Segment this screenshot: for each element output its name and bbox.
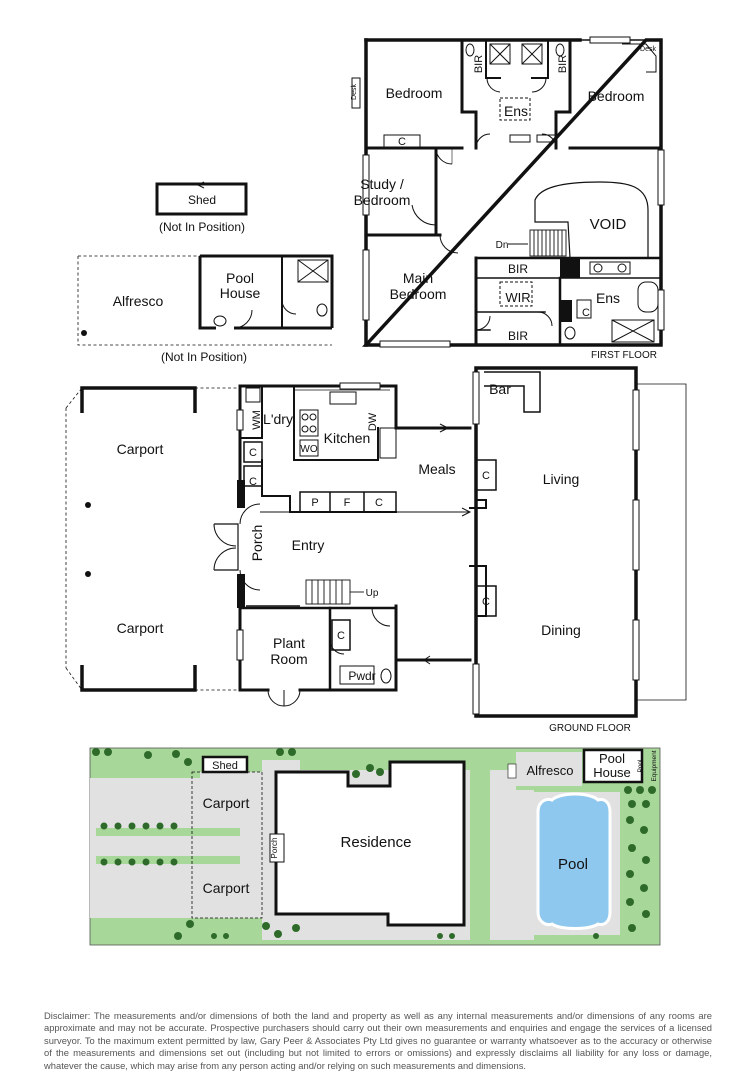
cupboard-label: C [249,447,257,459]
ensuite-label: Ens [504,103,528,119]
pantry-label: P [311,497,318,509]
desk-label: Desk [640,46,656,53]
cupboard-label: C [249,476,257,488]
site-pool-house-label: Pool [599,751,625,766]
main-bedroom-label: Bedroom [390,286,447,302]
site-carport-label: Carport [203,880,250,896]
pool-house-label: Pool [226,270,254,286]
bir-label: BIR [557,55,569,73]
bir-label: BIR [473,55,485,73]
ground-floor-caption: GROUND FLOOR [549,723,631,734]
powder-label: Pwdr [348,669,375,683]
wo-label: WO [300,444,317,455]
carport-label: Carport [117,620,164,636]
site-plan: Shed Carport Carport Porch Residence Alf… [89,747,661,946]
study-label: Study / [360,176,404,192]
kitchen-label: Kitchen [324,430,371,446]
porch-label: Porch [249,525,265,562]
meals-label: Meals [418,461,455,477]
up-label: Up [366,588,379,599]
plant-room-label: Room [270,651,307,667]
bir-label: BIR [508,262,528,276]
site-shed-label: Shed [212,760,238,772]
ground-floor: Carport Carport [65,366,687,734]
living-label: Living [543,471,580,487]
laundry-label: L'dry [263,411,293,427]
outbuildings: Shed (Not In Position) Alfresco Pool Hou… [77,181,334,364]
shed-label: Shed [188,193,216,207]
cupboard-label: C [582,307,590,319]
dining-label: Dining [541,622,581,638]
ensuite-label: Ens [596,290,620,306]
site-porch-label: Porch [270,838,279,859]
wir-label: WIR [505,290,530,305]
disclaimer-text: Disclaimer: The measurements and/or dime… [44,1010,712,1071]
study-label: Bedroom [354,192,411,208]
site-pool-label: Pool [558,856,588,873]
site-pool-equipment-label: Equipment [651,750,658,781]
floor-plan: Bedroom Bedroom Ens Study / Bedroom VOID… [65,36,687,946]
pool-house-note: (Not In Position) [161,350,247,364]
down-label: Dn [496,240,509,251]
site-alfresco-label: Alfresco [527,763,574,778]
fridge-label: F [344,497,351,509]
wm-label: WM [251,410,263,430]
plant-room-label: Plant [273,635,305,651]
bedroom-label: Bedroom [386,85,443,101]
bedroom-label: Bedroom [588,88,645,104]
first-floor: Bedroom Bedroom Ens Study / Bedroom VOID… [351,36,665,361]
cupboard-label: C [398,136,406,148]
site-residence-label: Residence [341,834,412,851]
site-pool-house-label: House [593,765,631,780]
shed-note: (Not In Position) [159,220,245,234]
site-pool-equipment-label: Pool [637,759,644,773]
cupboard-label: C [482,470,490,482]
shrubs [92,748,656,940]
desk-label: Desk [351,84,358,100]
main-bedroom-label: Main [403,270,433,286]
pool-house-label: House [220,285,261,301]
site-carport-label: Carport [203,795,250,811]
cupboard-label: C [482,596,490,608]
carport-label: Carport [117,441,164,457]
first-floor-caption: FIRST FLOOR [591,350,657,361]
dw-label: DW [367,412,379,431]
cupboard-label: C [375,497,383,509]
bir-label: BIR [508,329,528,343]
void-label: VOID [590,216,627,233]
alfresco-label: Alfresco [113,293,164,309]
bar-label: Bar [489,381,511,397]
entry-label: Entry [292,537,325,553]
cupboard-label: C [337,630,345,642]
